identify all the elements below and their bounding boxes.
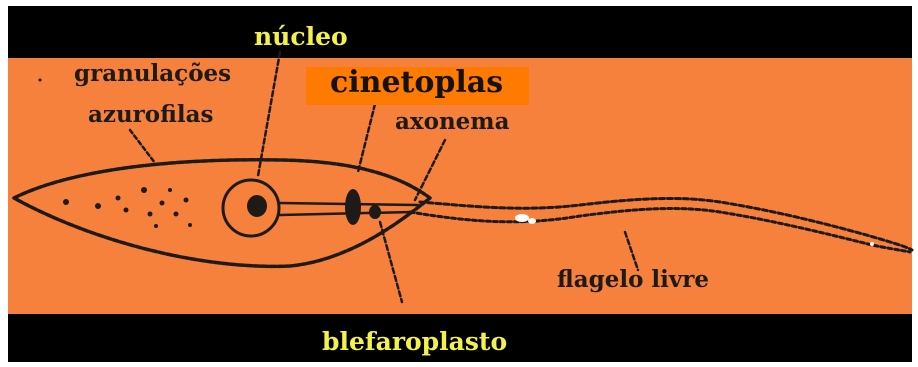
- granule: [95, 203, 101, 209]
- flagellum-speck: [515, 214, 529, 222]
- flagellum-speck: [528, 218, 536, 224]
- granule: [184, 198, 189, 203]
- label-nucleo: núcleo: [254, 22, 348, 51]
- flagellum-lower: [410, 209, 910, 252]
- label-blefaroplasto: blefaroplasto: [322, 327, 507, 356]
- granule: [148, 212, 153, 217]
- granule: [188, 223, 192, 227]
- label-azurofilas: azurofilas: [88, 101, 213, 128]
- flagellum-speck: [870, 242, 874, 246]
- pointer-blefaroplasto: [380, 222, 402, 302]
- granule: [39, 79, 42, 82]
- granule: [160, 201, 165, 206]
- flagellum-upper: [420, 198, 912, 250]
- nucleus-core: [247, 195, 267, 217]
- kinetoplast: [345, 189, 361, 225]
- label-granulacoes: granulações: [74, 60, 231, 87]
- granule: [141, 187, 147, 193]
- pointer-axonema: [415, 140, 445, 200]
- granule: [124, 208, 129, 213]
- label-flagelo-livre: flagelo livre: [557, 266, 709, 293]
- label-cinetoplas: cinetoplas: [330, 65, 503, 100]
- pointer-cinetoplas: [358, 104, 375, 172]
- blepharoplast: [369, 205, 381, 219]
- pointer-granulacoes: [130, 130, 155, 163]
- pointer-flagelo: [625, 232, 638, 270]
- granule: [154, 224, 158, 228]
- label-axonema: axonema: [395, 108, 510, 135]
- granule: [168, 188, 172, 192]
- granule: [116, 196, 121, 201]
- granule: [63, 199, 69, 205]
- granule: [174, 212, 179, 217]
- pointer-nucleo: [258, 52, 280, 176]
